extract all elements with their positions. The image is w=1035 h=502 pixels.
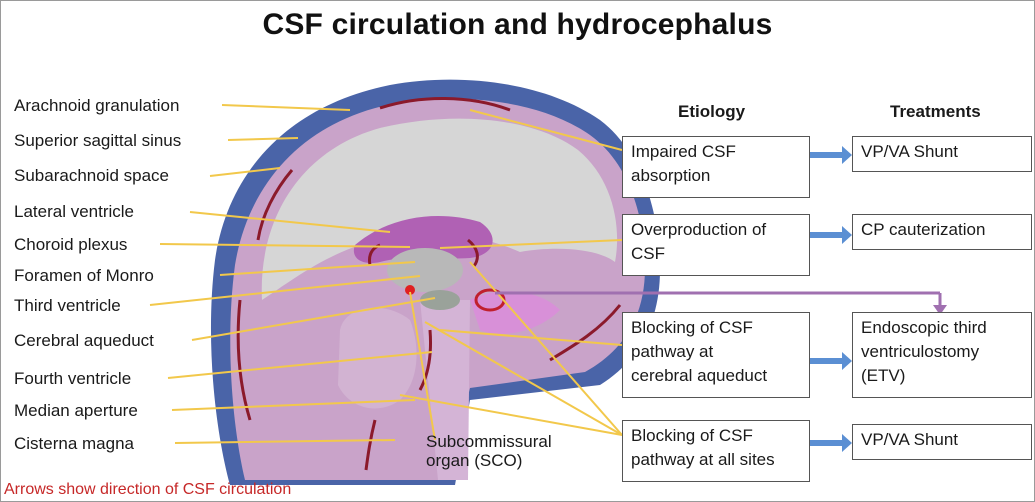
etiology-2-line-1: Overproduction of xyxy=(631,218,801,242)
etiology-3-line-3: cerebral aqueduct xyxy=(631,364,801,388)
footnote-arrows: Arrows show direction of CSF circulation xyxy=(4,481,291,499)
etiology-box-aqueduct-block: Blocking of CSF pathway at cerebral aque… xyxy=(622,312,810,398)
etiology-1-line-1: Impaired CSF xyxy=(631,140,801,164)
etiology-2-line-2: CSF xyxy=(631,242,801,266)
third-ventricle-shape xyxy=(387,248,463,292)
sco-label-line-1: Subcommissural xyxy=(426,432,552,451)
label-superior-sagittal-sinus: Superior sagittal sinus xyxy=(14,131,181,151)
label-choroid-plexus: Choroid plexus xyxy=(14,235,127,255)
treatment-box-shunt-1: VP/VA Shunt xyxy=(852,136,1032,172)
treatment-box-cp-cauterization: CP cauterization xyxy=(852,214,1032,250)
etiology-box-overproduction: Overproduction of CSF xyxy=(622,214,810,276)
treatment-arrow-1 xyxy=(810,146,852,164)
treatment-3-line-2: ventriculostomy xyxy=(861,340,1023,364)
label-median-aperture: Median aperture xyxy=(14,401,138,421)
label-lateral-ventricle: Lateral ventricle xyxy=(14,202,134,222)
treatment-box-etv: Endoscopic third ventriculostomy (ETV) xyxy=(852,312,1032,398)
treatment-box-shunt-2: VP/VA Shunt xyxy=(852,424,1032,460)
treatment-arrow-4 xyxy=(810,434,852,452)
treatment-arrow-2 xyxy=(810,226,852,244)
treatment-3-line-3: (ETV) xyxy=(861,364,1023,388)
etiology-4-line-1: Blocking of CSF xyxy=(631,424,801,448)
header-etiology: Etiology xyxy=(678,102,745,122)
label-cerebral-aqueduct: Cerebral aqueduct xyxy=(14,331,154,351)
treatment-arrow-3 xyxy=(810,352,852,370)
etiology-3-line-1: Blocking of CSF xyxy=(631,316,801,340)
label-third-ventricle: Third ventricle xyxy=(14,296,121,316)
etiology-3-line-2: pathway at xyxy=(631,340,801,364)
label-arachnoid-granulation: Arachnoid granulation xyxy=(14,96,179,116)
header-treatments: Treatments xyxy=(890,102,981,122)
etiology-1-line-2: absorption xyxy=(631,164,801,188)
label-cisterna-magna: Cisterna magna xyxy=(14,434,134,454)
label-subcommissural-organ: Subcommissural organ (SCO) xyxy=(426,432,552,470)
etiology-box-impaired-absorption: Impaired CSF absorption xyxy=(622,136,810,198)
treatment-4-line-1: VP/VA Shunt xyxy=(861,428,1023,452)
label-fourth-ventricle: Fourth ventricle xyxy=(14,369,131,389)
treatment-3-line-1: Endoscopic third xyxy=(861,316,1023,340)
etiology-4-line-2: pathway at all sites xyxy=(631,448,801,472)
label-subarachnoid-space: Subarachnoid space xyxy=(14,166,169,186)
treatment-arrows xyxy=(810,146,852,452)
etiology-box-all-sites-block: Blocking of CSF pathway at all sites xyxy=(622,420,810,482)
treatment-2-line-1: CP cauterization xyxy=(861,218,1023,242)
treatment-1-line-1: VP/VA Shunt xyxy=(861,140,1023,164)
sco-label-line-2: organ (SCO) xyxy=(426,451,552,470)
label-foramen-of-monro: Foramen of Monro xyxy=(14,266,154,286)
